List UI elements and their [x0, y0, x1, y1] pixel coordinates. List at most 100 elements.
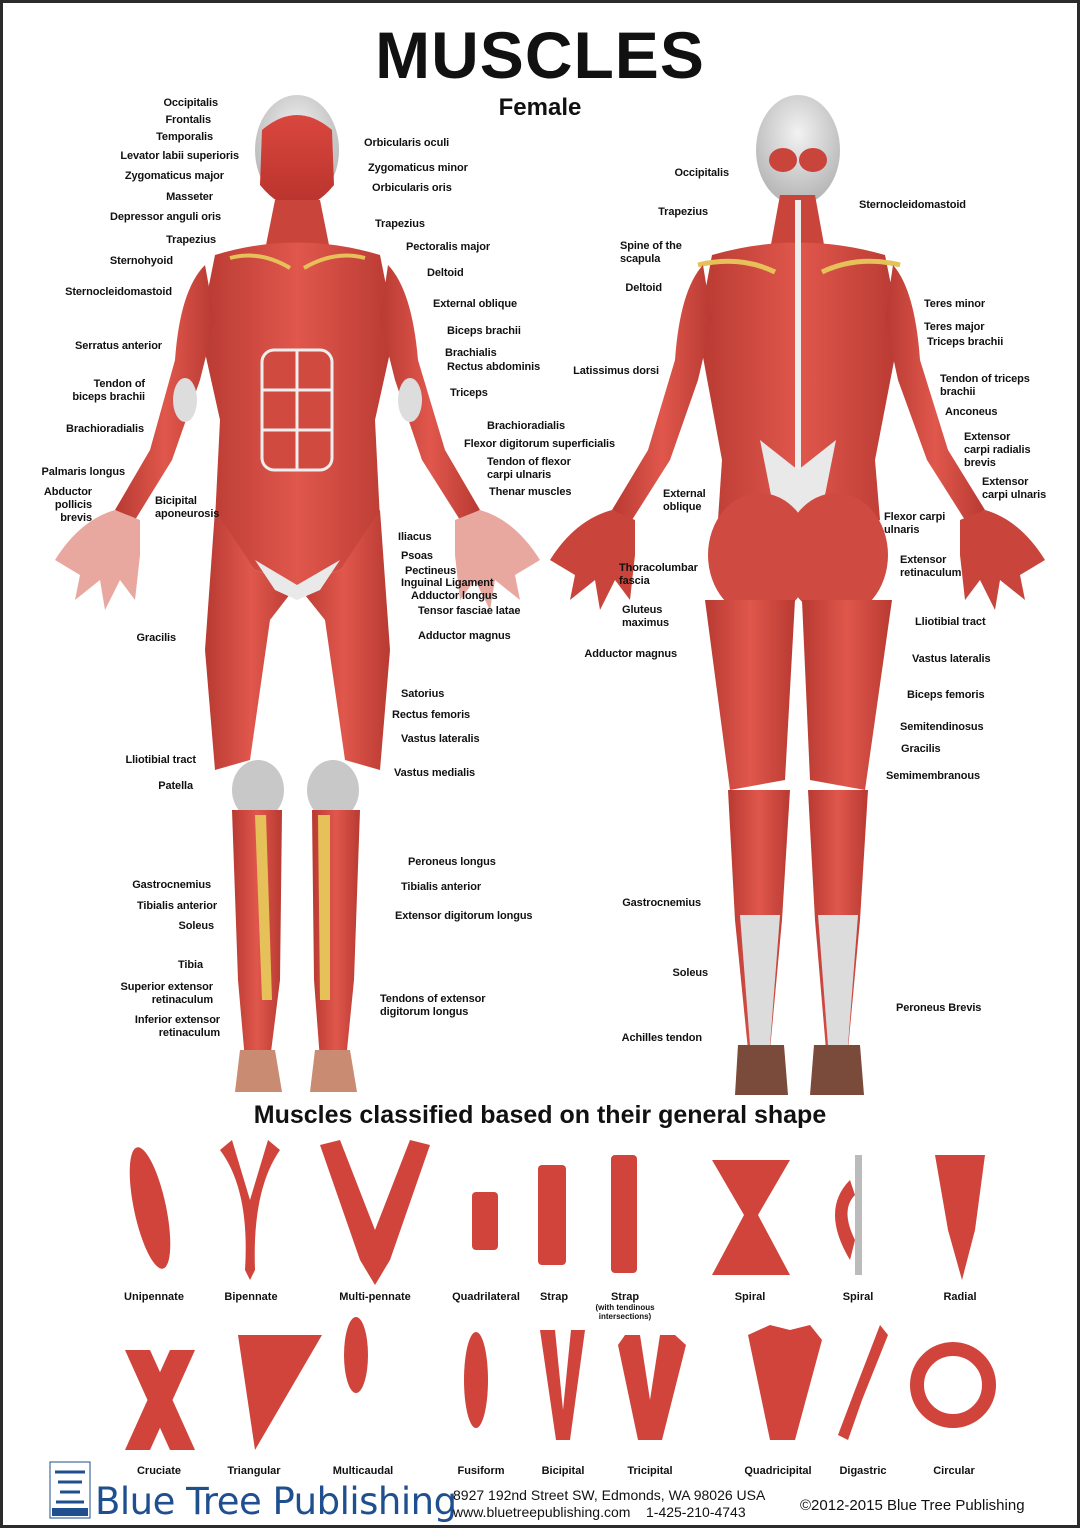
publisher-web-phone: www.bluetreepublishing.com 1-425-210-474…	[453, 1504, 765, 1521]
label-occipitalis: Occipitalis	[163, 97, 218, 109]
label-external-oblique: External oblique	[663, 488, 706, 513]
shape-name: Multicaudal	[332, 1465, 394, 1477]
label-lliotibial-tract: Lliotibial tract	[915, 616, 986, 628]
label-zygomaticus-major: Zygomaticus major	[124, 170, 224, 182]
shape-note: (with tendinous intersections)	[595, 1303, 655, 1321]
shape-name: Radial	[943, 1291, 977, 1303]
label-adductor-magnus: Adductor magnus	[418, 630, 511, 642]
shape-name: Spiral	[734, 1291, 766, 1303]
shape-name: Quadrilateral	[452, 1291, 520, 1303]
label-inferior-extensor-retinaculum: Inferior extensor retinaculum	[134, 1014, 220, 1039]
shape-label-strap: Strap	[499, 1291, 609, 1303]
label-rectus-femoris: Rectus femoris	[392, 709, 471, 721]
label-orbicularis-oculi: Orbicularis oculi	[364, 137, 450, 149]
shape-label-fusiform: Fusiform	[426, 1465, 536, 1477]
shape-label-multi-pennate: Multi-pennate	[320, 1291, 430, 1303]
shape-label-triangular: Triangular	[199, 1465, 309, 1477]
shape-label-quadrilateral: Quadrilateral	[431, 1291, 541, 1303]
label-iliacus: Iliacus	[398, 531, 432, 543]
shape-label-radial: Radial	[905, 1291, 1015, 1303]
publisher-contact: 8927 192nd Street SW, Edmonds, WA 98026 …	[453, 1487, 765, 1521]
label-superior-extensor-retinaculum: Superior extensor retinaculum	[120, 981, 214, 1006]
label-palmaris-longus: Palmaris longus	[41, 466, 126, 478]
shape-name: Strap	[610, 1291, 640, 1303]
label-frontalis: Frontalis	[165, 114, 211, 126]
label-sternohyoid: Sternohyoid	[109, 255, 173, 267]
label-gracilis: Gracilis	[901, 743, 941, 755]
label-rectus-abdominis: Rectus abdominis	[447, 361, 541, 373]
label-gluteus-maximus: Gluteus maximus	[622, 604, 669, 629]
label-semimembranous: Semimembranous	[886, 770, 980, 782]
label-biceps-femoris: Biceps femoris	[907, 689, 985, 701]
publisher-address: 8927 192nd Street SW, Edmonds, WA 98026 …	[453, 1487, 766, 1503]
label-psoas: Psoas	[401, 550, 433, 562]
shape-label-digastric: Digastric	[808, 1465, 918, 1477]
label-triceps-brachii: Triceps brachii	[927, 336, 1004, 348]
shape-name: Cruciate	[136, 1465, 182, 1477]
shape-name: Fusiform	[457, 1465, 505, 1477]
label-lliotibial-tract: Lliotibial tract	[125, 754, 196, 766]
shape-label-quadricipital: Quadricipital	[723, 1465, 833, 1477]
label-tendon-of-triceps-brachii: Tendon of triceps brachii	[940, 373, 1030, 398]
label-triceps: Triceps	[450, 387, 488, 399]
shape-label-cruciate: Cruciate	[104, 1465, 214, 1477]
shape-label-spiral: Spiral	[695, 1291, 805, 1303]
publisher-website[interactable]: www.bluetreepublishing.com	[453, 1504, 631, 1520]
label-biceps-brachii: Biceps brachii	[447, 325, 521, 337]
publisher-name: Blue Tree Publishing	[95, 1480, 457, 1523]
shape-label-tricipital: Tricipital	[595, 1465, 705, 1477]
label-latissimus-dorsi: Latissimus dorsi	[573, 365, 659, 377]
label-extensor-retinaculum: Extensor retinaculum	[900, 554, 962, 579]
label-teres-major: Teres major	[924, 321, 985, 333]
label-external-oblique: External oblique	[433, 298, 517, 310]
label-trapezius: Trapezius	[658, 206, 708, 218]
publisher-phone: 1-425-210-4743	[646, 1504, 746, 1520]
front-figure	[55, 95, 540, 1092]
label-peroneus-longus: Peroneus longus	[408, 856, 496, 868]
label-trapezius: Trapezius	[166, 234, 216, 246]
label-depressor-anguli-oris: Depressor anguli oris	[110, 211, 221, 223]
label-soleus: Soleus	[672, 967, 709, 979]
label-thenar-muscles: Thenar muscles	[489, 486, 572, 498]
label-thoracolumbar-fascia: Thoracolumbar fascia	[619, 562, 698, 587]
label-extensor-carpi-radialis-brevis: Extensor carpi radialis brevis	[964, 431, 1031, 469]
label-adductor-longus: Adductor longus	[411, 590, 498, 602]
label-vastus-lateralis: Vastus lateralis	[401, 733, 480, 745]
label-flexor-digitorum-superficialis: Flexor digitorum superficialis	[464, 438, 616, 450]
shape-name: Bipennate	[224, 1291, 278, 1303]
label-levator-labii-superioris: Levator labii superioris	[120, 150, 239, 162]
label-abductor-pollicis-brevis: Abductor pollicis brevis	[43, 486, 92, 524]
label-gracilis: Gracilis	[136, 632, 176, 644]
label-deltoid: Deltoid	[427, 267, 464, 279]
label-zygomaticus-minor: Zygomaticus minor	[368, 162, 468, 174]
shape-name: Bicipital	[541, 1465, 585, 1477]
label-serratus-anterior: Serratus anterior	[75, 340, 162, 352]
label-orbicularis-oris: Orbicularis oris	[372, 182, 452, 194]
shape-name: Circular	[933, 1465, 975, 1477]
shape-label-bipennate: Bipennate	[196, 1291, 306, 1303]
label-sternocleidomastoid: Sternocleidomastoid	[859, 199, 966, 211]
label-trapezius: Trapezius	[375, 218, 425, 230]
back-figure	[550, 95, 1045, 1095]
label-adductor-magnus: Adductor magnus	[584, 648, 677, 660]
logo-tree-icon	[49, 1461, 91, 1519]
label-patella: Patella	[158, 780, 193, 792]
label-extensor-carpi-ulnaris: Extensor carpi ulnaris	[982, 476, 1047, 501]
poster-title: MUSCLES	[375, 18, 705, 92]
shape-name: Tricipital	[627, 1465, 673, 1477]
label-brachioradialis: Brachioradialis	[66, 423, 144, 435]
label-vastus-medialis: Vastus medialis	[394, 767, 476, 779]
label-brachialis: Brachialis	[445, 347, 497, 359]
poster-subtitle: Female	[498, 94, 582, 121]
shape-label-spiral: Spiral	[803, 1291, 913, 1303]
label-semitendinosus: Semitendinosus	[900, 721, 984, 733]
label-temporalis: Temporalis	[156, 131, 213, 143]
label-tibialis-anterior: Tibialis anterior	[401, 881, 482, 893]
label-peroneus-brevis: Peroneus Brevis	[896, 1002, 982, 1014]
shape-name: Spiral	[842, 1291, 874, 1303]
label-tendon-of-biceps-brachii: Tendon of biceps brachii	[72, 378, 145, 403]
label-tibia: Tibia	[178, 959, 203, 971]
shape-icons-row1	[129, 1140, 985, 1285]
shape-name: Unipennate	[124, 1291, 184, 1303]
